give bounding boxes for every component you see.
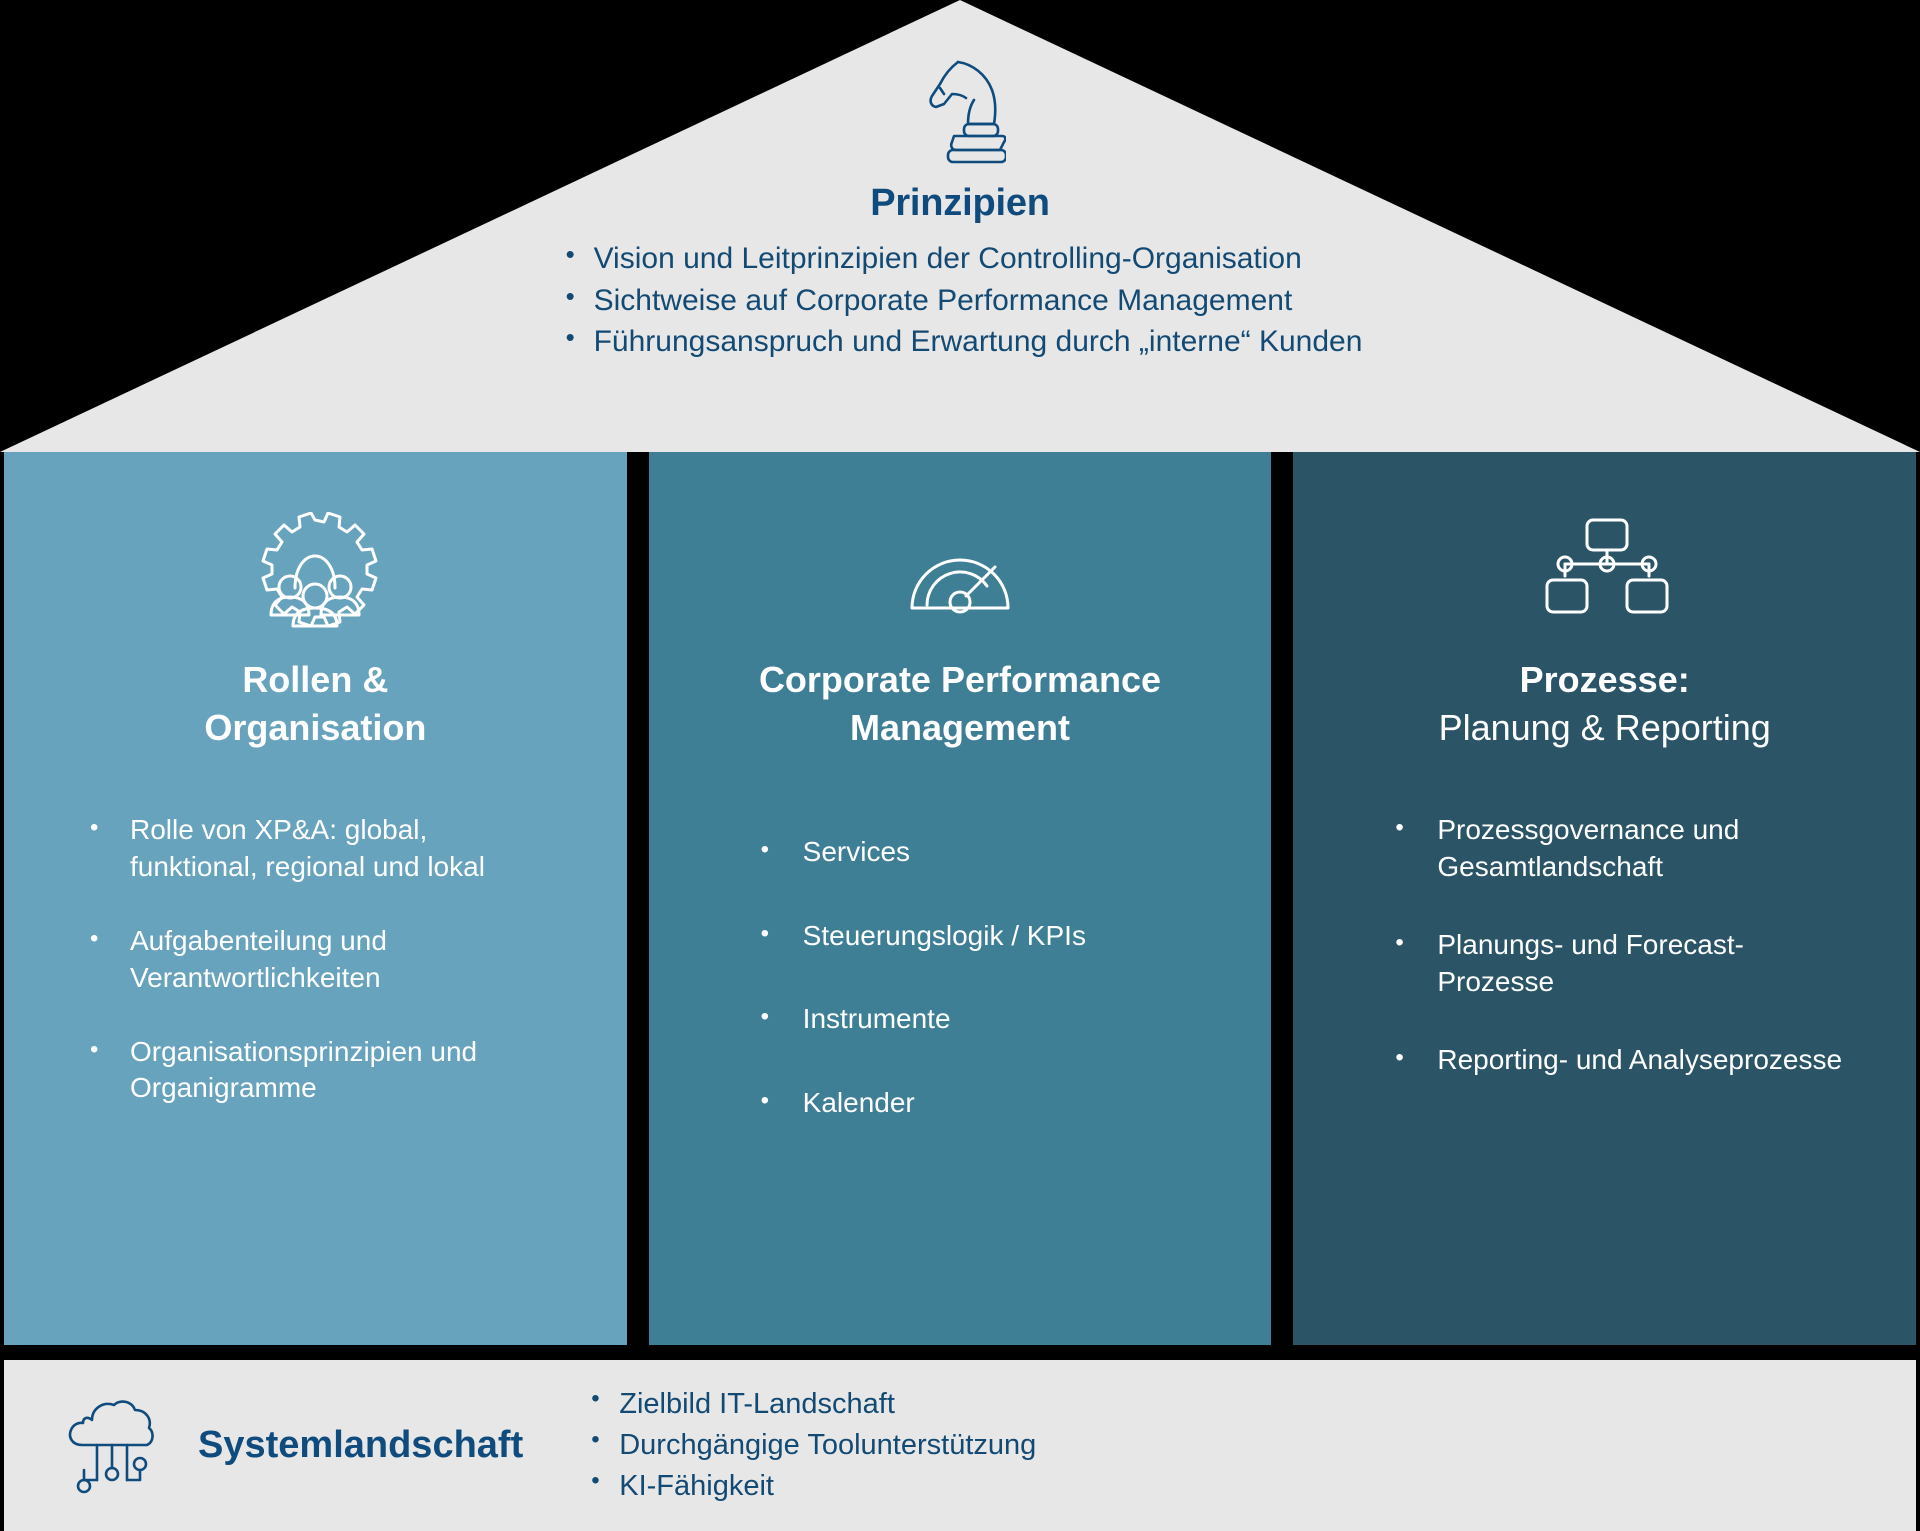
pillar-title: Prozesse: Planung & Reporting xyxy=(1439,656,1771,752)
cloud-tech-icon xyxy=(68,1399,154,1493)
pillar-title-line1: Rollen & xyxy=(242,659,389,700)
pillar-bullet-list: Rolle von XP&A: global, funktional, regi… xyxy=(24,812,607,1144)
base-title: Systemlandschaft xyxy=(198,1424,524,1466)
list-item: Zielbild IT-Landschaft xyxy=(585,1382,1036,1425)
pillar-prozesse-planung-reporting[interactable]: Prozesse: Planung & Reporting Prozessgov… xyxy=(1293,452,1917,1345)
roof-title: Prinzipien xyxy=(870,182,1050,224)
roof-bullet-list: Vision und Leitprinzipien der Controllin… xyxy=(558,237,1363,364)
list-item: Rolle von XP&A: global, funktional, regi… xyxy=(90,812,557,885)
list-item: Prozessgovernance und Gesamtlandschaft xyxy=(1395,812,1856,885)
pillar-bullet-list: Services Steuerungslogik / KPIs Instrume… xyxy=(669,834,1252,1168)
pillar-rollen-organisation[interactable]: Rollen & Organisation Rolle von XP&A: gl… xyxy=(4,452,627,1345)
list-item: Reporting- und Analyseprozesse xyxy=(1395,1042,1856,1078)
list-item: Instrumente xyxy=(761,1001,1252,1037)
list-item: Führungsanspruch und Erwartung durch „in… xyxy=(558,320,1363,362)
list-item: Durchgängige Toolunterstützung xyxy=(585,1423,1036,1466)
gauge-icon xyxy=(910,558,1010,614)
list-item: Kalender xyxy=(761,1085,1252,1121)
gear-people-icon xyxy=(261,512,378,628)
list-item: Services xyxy=(761,834,1252,870)
list-item: Organisationsprinzipien und Organigramme xyxy=(90,1034,557,1107)
pillar-title-line2: Organisation xyxy=(204,707,427,749)
pillar-bullet-list: Prozessgovernance und Gesamtlandschaft P… xyxy=(1313,812,1896,1120)
base-systemlandschaft[interactable]: Systemlandschaft Zielbild IT-Landschaft … xyxy=(4,1360,1916,1531)
roof-content: Prinzipien Vision und Leitprinzipien der… xyxy=(0,0,1920,452)
chess-knight-icon xyxy=(929,60,1006,164)
pillar-title: Rollen & Organisation xyxy=(204,656,426,752)
list-item: Planungs- und Forecast-Prozesse xyxy=(1395,927,1856,1000)
pillar-title-line2: Planung & Reporting xyxy=(1438,707,1771,749)
base-bullet-list: Zielbild IT-Landschaft Durchgängige Tool… xyxy=(585,1382,1036,1508)
list-item: Steuerungslogik / KPIs xyxy=(761,918,1252,954)
list-item: Aufgabenteilung und Verantwortlichkeiten xyxy=(90,923,557,996)
list-item: Vision und Leitprinzipien der Controllin… xyxy=(558,237,1363,279)
list-item: KI-Fähigkeit xyxy=(585,1464,1036,1507)
org-chart-icon xyxy=(1545,518,1669,614)
pillar-title: Corporate Performance Management xyxy=(759,656,1161,752)
pillars-row: Rollen & Organisation Rolle von XP&A: gl… xyxy=(0,452,1920,1345)
pillar-title-line1: Prozesse: xyxy=(1519,659,1690,700)
pillar-title-line2: Management xyxy=(849,707,1071,749)
list-item: Sichtweise auf Corporate Performance Man… xyxy=(558,279,1363,321)
pillar-corporate-performance-management[interactable]: Corporate Performance Management Service… xyxy=(648,452,1272,1345)
pillar-title-line1: Corporate Performance xyxy=(758,659,1162,700)
